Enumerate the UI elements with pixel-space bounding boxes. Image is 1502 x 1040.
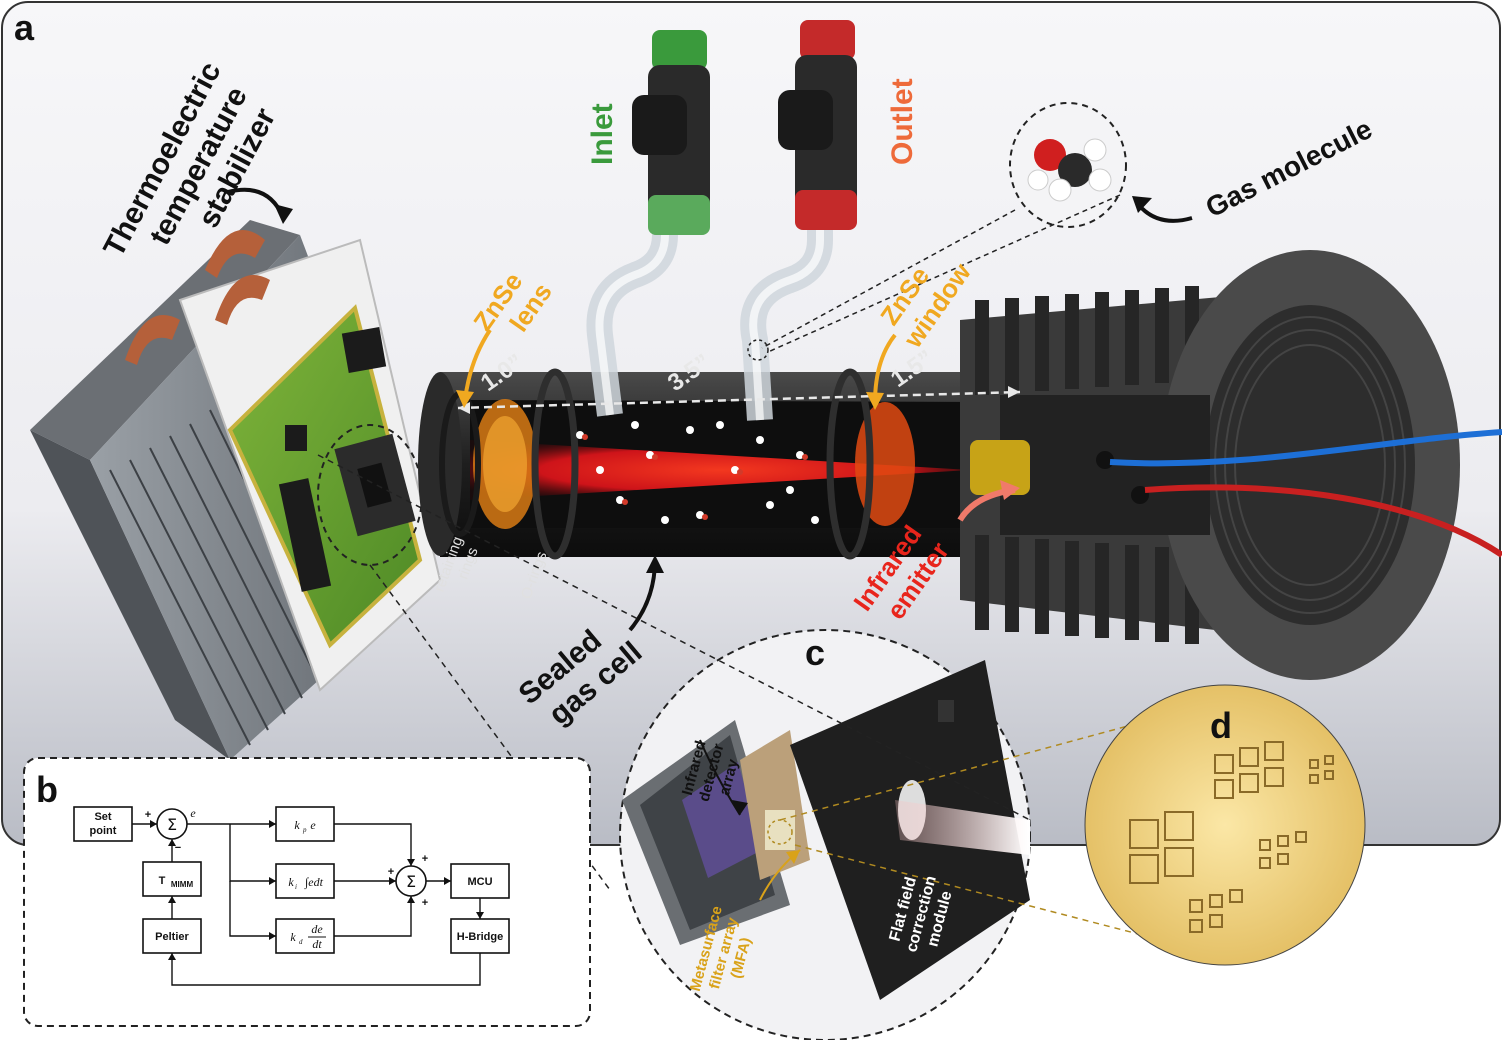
outlet-label: Outlet: [886, 78, 919, 165]
svg-text:p: p: [302, 826, 307, 834]
svg-text:MCU: MCU: [467, 876, 492, 888]
svg-text:+: +: [145, 809, 151, 821]
svg-text:+: +: [422, 897, 428, 909]
svg-text:d: d: [299, 938, 303, 946]
inlet-valve: [586, 30, 710, 417]
inlet-label: Inlet: [586, 103, 619, 165]
svg-text:k: k: [290, 930, 296, 944]
set-point-block: [73, 806, 133, 842]
panel-label-a: a: [14, 7, 35, 48]
svg-text:∫edt: ∫edt: [304, 875, 324, 889]
dimension-line: [457, 390, 1021, 410]
svg-text:Σ: Σ: [406, 872, 416, 891]
svg-text:Σ: Σ: [167, 815, 177, 834]
panel-c-circle: [619, 629, 1031, 1040]
svg-text:+: +: [388, 866, 394, 878]
panel-label-c: c: [805, 632, 825, 673]
panel-label-d: d: [1210, 705, 1232, 746]
gas-molecule-callout: [747, 102, 1127, 361]
svg-text:H-Bridge: H-Bridge: [457, 931, 503, 943]
svg-text:−: −: [175, 842, 181, 854]
o-ring-right: [826, 368, 874, 560]
svg-text:MIMM: MIMM: [171, 880, 194, 889]
mfa-label: Metasurface filter array (MFA): [687, 904, 755, 993]
infrared-beam: [470, 440, 970, 500]
svg-text:de: de: [311, 922, 323, 936]
svg-text:dt: dt: [312, 937, 322, 951]
znse-window-element: [855, 402, 915, 526]
outlet-valve: [740, 20, 857, 421]
pid-block-diagram: Set point Σ + − e T MIMM Peltier k p e k…: [73, 806, 510, 986]
thermoelectric-stabilizer: [30, 220, 442, 760]
blue-wire: [1109, 429, 1502, 467]
t-mimm-block: [142, 861, 202, 897]
ki-block: [275, 863, 335, 899]
emitter-housing: [957, 250, 1502, 680]
svg-text:+: +: [422, 853, 428, 865]
infrared-emitter-element: [970, 440, 1030, 495]
svg-text:Set: Set: [94, 811, 111, 823]
h-bridge-block: [450, 918, 510, 954]
gas-cell-tube: [418, 368, 1040, 560]
o-ring-left: [531, 368, 579, 560]
svg-text:point: point: [90, 825, 117, 837]
svg-text:T: T: [159, 875, 166, 887]
svg-text:i: i: [295, 883, 297, 891]
red-wire: [1144, 484, 1502, 558]
svg-text:k: k: [294, 818, 300, 832]
svg-text:e: e: [190, 806, 196, 820]
svg-text:e: e: [310, 818, 316, 832]
kp-block: [275, 806, 335, 842]
panel-label-b: b: [36, 769, 58, 810]
svg-text:Peltier: Peltier: [155, 931, 189, 943]
kd-block: [275, 918, 335, 954]
panel-d-circle: [1084, 684, 1366, 966]
peltier-block: [142, 918, 202, 954]
svg-text:k: k: [288, 875, 294, 889]
